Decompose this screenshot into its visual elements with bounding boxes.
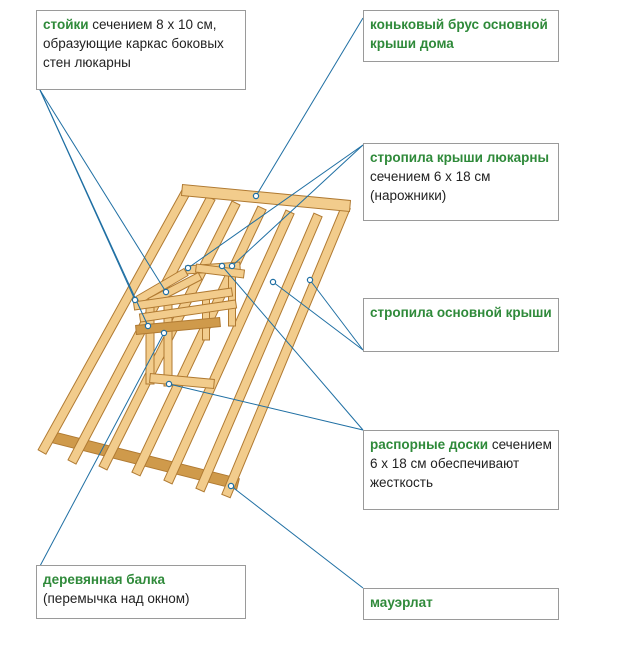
label-raspornye-doski-text: сечением 6 х 18 см обеспечивают жесткост… xyxy=(370,437,552,490)
roof-framing xyxy=(37,183,352,499)
dormer-top-plate xyxy=(138,299,238,323)
label-konkovy-brus: коньковый брус основной крыши дома xyxy=(363,10,559,62)
leader-line xyxy=(221,265,364,431)
leader-end-point xyxy=(269,278,277,286)
label-stoyki-text: сечением 8 х 10 см, образующие каркас бо… xyxy=(43,17,224,70)
lintel-beam xyxy=(135,316,221,336)
label-derevyannaya-balka: деревянная балка (перемычка над окном) xyxy=(36,565,246,619)
label-stropila-lyukarny: стропила крыши люкарны сечением 6 х 18 с… xyxy=(363,143,559,221)
label-stoyki: стойки сечением 8 х 10 см, образующие ка… xyxy=(36,10,246,90)
main-rafter xyxy=(195,212,323,493)
leader-line xyxy=(230,485,364,589)
leader-end-point xyxy=(306,276,314,284)
leader-end-point xyxy=(228,262,236,270)
label-raspornye-doski: распорные доски сечением 6 х 18 см обесп… xyxy=(363,430,559,510)
leader-lines xyxy=(39,17,364,589)
leader-end-point xyxy=(160,329,168,337)
leader-end-point xyxy=(218,262,226,270)
label-stoyki-term: стойки xyxy=(43,17,89,32)
leader-line xyxy=(168,383,364,431)
leader-end-point xyxy=(131,296,139,304)
leader-line xyxy=(39,89,149,327)
dormer-top-plate xyxy=(132,287,234,311)
label-derevyannaya-balka-text: (перемычка над окном) xyxy=(43,591,190,606)
leader-line xyxy=(255,17,364,197)
dormer-rafter xyxy=(194,263,246,279)
label-raspornye-doski-term: распорные доски xyxy=(370,437,489,452)
main-rafter xyxy=(163,209,295,485)
leader-end-point xyxy=(252,192,260,200)
leader-line xyxy=(272,281,364,351)
leader-line xyxy=(187,144,364,269)
leader-end-point xyxy=(227,482,235,490)
label-konkovy-brus-term: коньковый брус основной крыши дома xyxy=(370,17,548,51)
label-stropila-lyukarny-term: стропила крыши люкарны xyxy=(370,150,550,165)
spreader-board xyxy=(149,372,215,390)
label-mauerlat: мауэрлат xyxy=(363,588,559,620)
leader-end-point xyxy=(144,322,152,330)
leader-end-point xyxy=(165,380,173,388)
ridge-beam xyxy=(180,183,352,213)
leader-line xyxy=(39,332,165,567)
label-mauerlat-term: мауэрлат xyxy=(370,595,433,610)
label-stropila-osnovnoy-term: стропила основной крыши xyxy=(370,305,552,320)
leader-line xyxy=(309,279,364,351)
label-stropila-osnovnoy: стропила основной крыши xyxy=(363,298,559,352)
leader-line xyxy=(39,89,167,293)
leader-end-point xyxy=(162,288,170,296)
label-derevyannaya-balka-term: деревянная балка xyxy=(43,572,165,587)
leader-end-point xyxy=(184,264,192,272)
label-stropila-lyukarny-text: сечением 6 х 18 см (нарожники) xyxy=(370,169,491,203)
leader-line xyxy=(231,144,364,267)
